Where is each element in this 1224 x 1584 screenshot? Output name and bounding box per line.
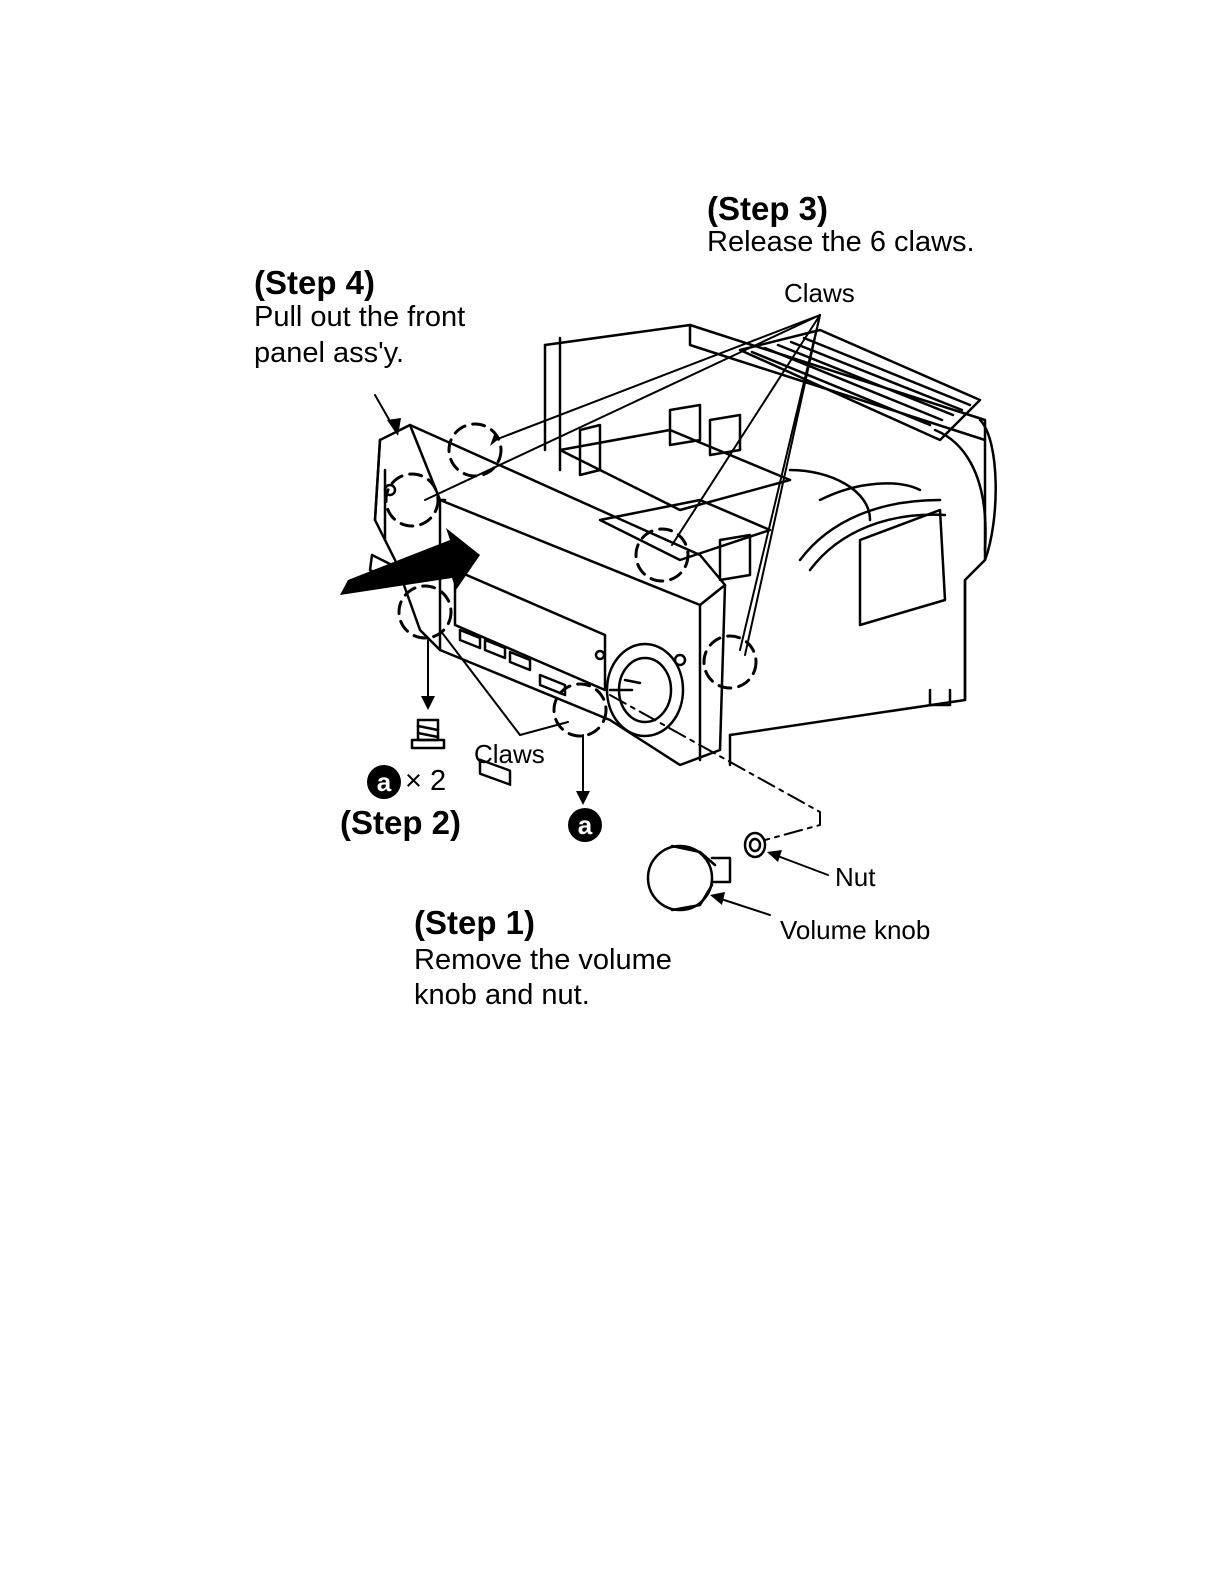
step1-text-line2: knob and nut.	[414, 980, 590, 1010]
step4-text-line1: Pull out the front	[254, 302, 465, 332]
internal-boards	[560, 405, 790, 580]
step1-title: (Step 1)	[414, 906, 535, 941]
step4-title: (Step 4)	[254, 266, 375, 301]
step4-text-line2: panel ass'y.	[254, 338, 404, 368]
pointer-lines	[718, 855, 828, 915]
claws-top-leaders	[425, 315, 820, 655]
claws-top-label: Claws	[784, 280, 855, 307]
nut-arrowhead	[767, 850, 782, 862]
step3-text: Release the 6 claws.	[707, 227, 975, 257]
step2-title: (Step 2)	[340, 806, 461, 841]
front-panel	[370, 425, 725, 785]
knob-arrowhead	[710, 892, 725, 905]
screw-arrowhead-a	[421, 696, 435, 710]
screw	[412, 720, 444, 748]
claws-bottom-label: Claws	[474, 741, 545, 768]
screw-arrowhead-b	[576, 791, 590, 805]
pull-out-arrow	[340, 528, 480, 595]
assembly-axis	[610, 695, 820, 840]
volume-knob-label: Volume knob	[780, 917, 930, 944]
claws-arrowhead-1	[490, 432, 500, 446]
step1-text-line1: Remove the volume	[414, 945, 672, 975]
screw-a-badge: a	[367, 765, 401, 799]
screw-multiplier: × 2	[405, 765, 446, 798]
nut-label: Nut	[835, 864, 875, 891]
screw-a-badge-second: a	[568, 808, 602, 842]
nut	[745, 833, 765, 857]
step3-title: (Step 3)	[707, 192, 828, 227]
